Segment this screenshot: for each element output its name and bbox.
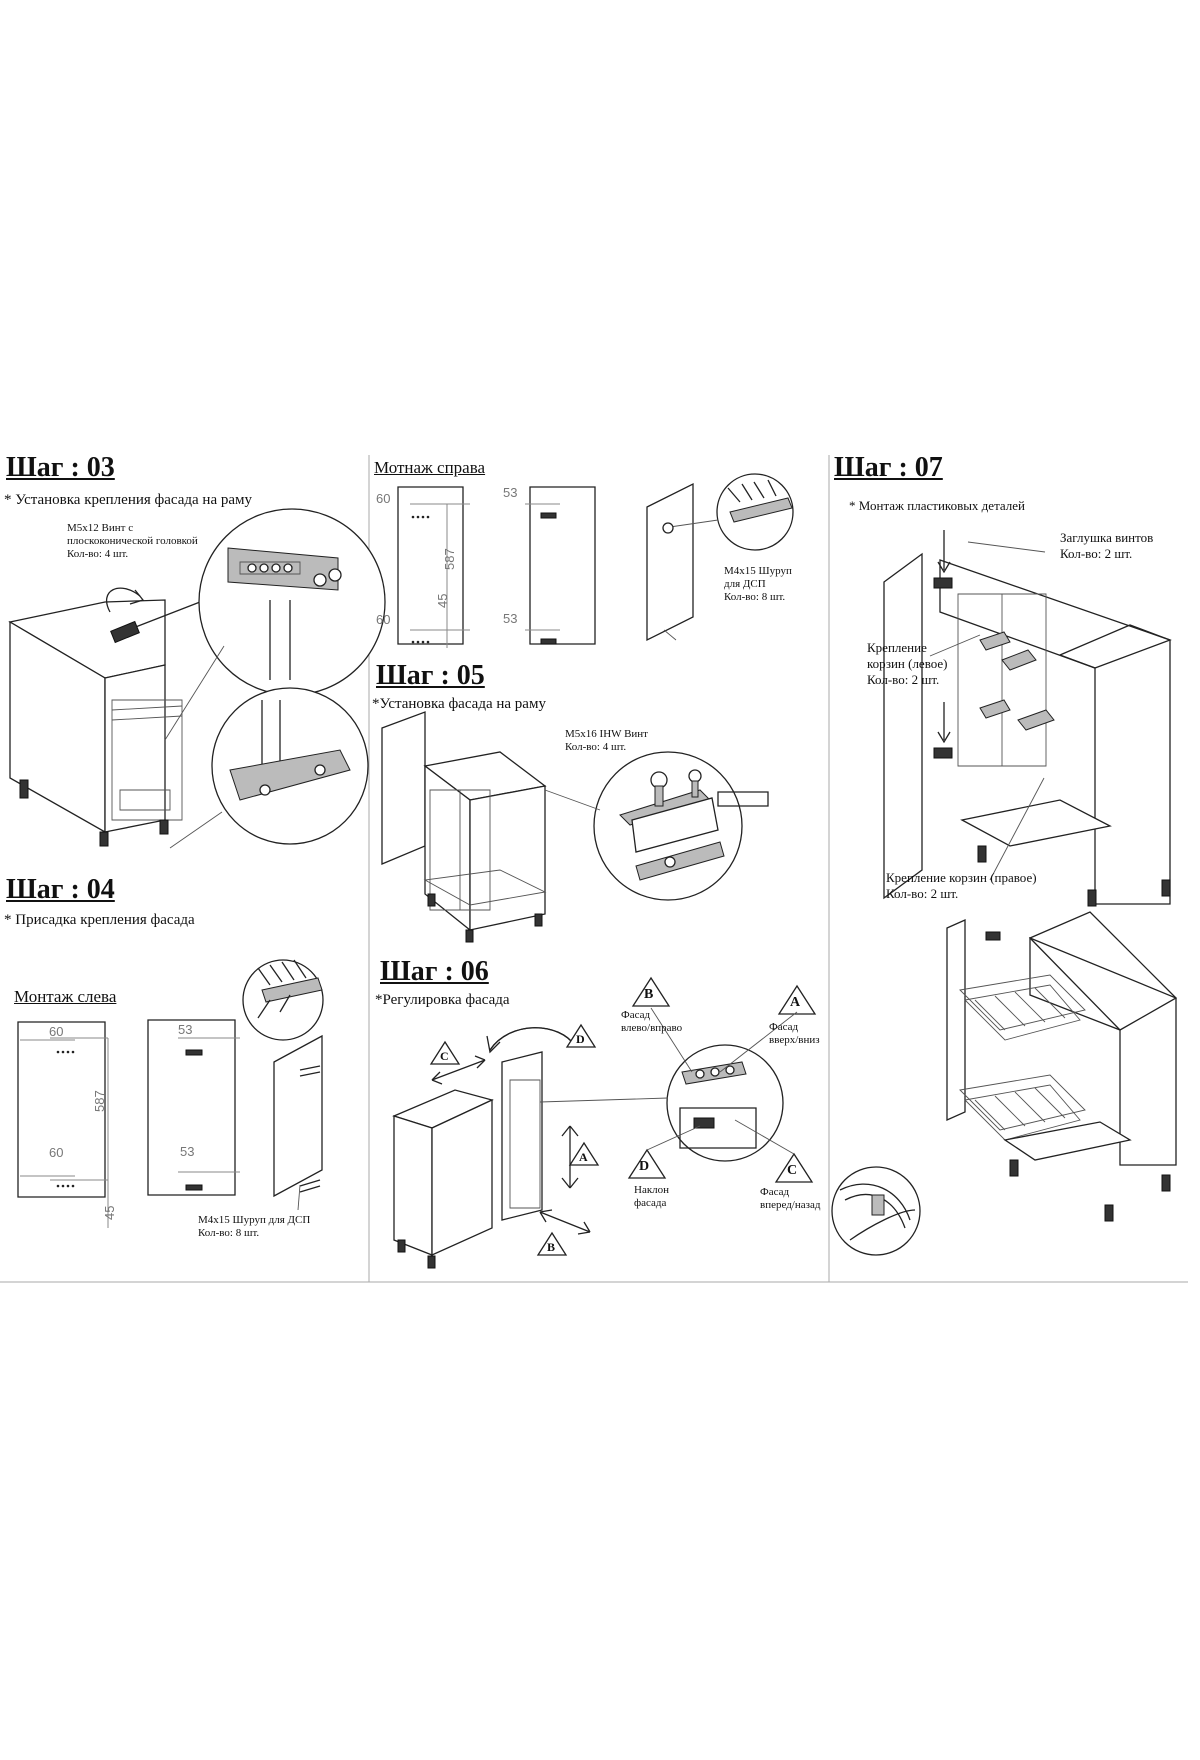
- step04-dim-45: 45: [102, 1205, 117, 1220]
- step07-caps-callout: Заглушка винтов Кол-во: 2 шт.: [1060, 530, 1154, 561]
- label-facade-tilt: Наклон фасада: [634, 1184, 670, 1209]
- label-facade-left-right: Фасад влево/вправо: [621, 1009, 683, 1034]
- marker-c-small-triangle: [431, 1042, 459, 1064]
- marker-d-small-triangle: [567, 1025, 595, 1047]
- marker-c-triangle: [776, 1154, 812, 1182]
- step05-title: Шаг : 05: [376, 660, 485, 691]
- marker-a-triangle: [779, 986, 815, 1014]
- step07-left-mount-callout: Крепление корзин (левое) Кол-во: 2 шт.: [867, 640, 948, 687]
- step05-subtitle: *Установка фасада на раму: [372, 696, 546, 712]
- mount-right-screw-callout: М4х15 Шуруп для ДСП Кол-во: 8 шт.: [724, 565, 792, 603]
- marker-a-label: A: [790, 995, 801, 1010]
- mount-right-dim-53-bottom: 53: [503, 611, 518, 626]
- step04-left-panels-drawing: [18, 960, 323, 1228]
- step04-subtitle: * Присадка крепления фасада: [4, 912, 195, 928]
- step06-subtitle: *Регулировка фасада: [375, 992, 510, 1008]
- label-facade-up-down: Фасад вверх/вниз: [769, 1021, 820, 1046]
- step04-title: Шаг : 04: [6, 874, 115, 905]
- step05-screw-callout: М5х16 IHW Винт Кол-во: 4 шт.: [565, 728, 648, 753]
- marker-a-small-label: A: [579, 1150, 588, 1164]
- marker-c-small-label: C: [440, 1049, 449, 1063]
- step04-dim-53-top: 53: [178, 1022, 193, 1037]
- step03-cabinet-drawing: [10, 509, 385, 848]
- step06-title: Шаг : 06: [380, 956, 489, 987]
- marker-c-label: C: [787, 1163, 798, 1178]
- step04-screw-callout: М4х15 Шуруп для ДСП Кол-во: 8 шт.: [198, 1214, 311, 1239]
- marker-b-small-triangle: [538, 1233, 566, 1255]
- mount-right-dim-60-top: 60: [376, 491, 391, 506]
- step04-dim-60-top: 60: [49, 1024, 64, 1039]
- step07-subtitle: * Монтаж пластиковых деталей: [849, 498, 1026, 513]
- step05-cabinet-drawing: [382, 712, 768, 942]
- mount-right-dim-53-top: 53: [503, 485, 518, 500]
- label-facade-forward-back: Фасад вперед/назад: [760, 1186, 821, 1211]
- step04-mount-left-label: Монтаж слева: [14, 987, 117, 1006]
- marker-b-label: B: [644, 987, 654, 1002]
- step04-dim-53-bottom: 53: [180, 1144, 195, 1159]
- step07-title: Шаг : 07: [834, 452, 943, 483]
- mount-right-label: Мотнаж справа: [374, 458, 486, 477]
- marker-a-small-triangle: [570, 1143, 598, 1165]
- marker-b-small-label: B: [547, 1240, 556, 1254]
- step04-dim-60-bottom: 60: [49, 1145, 64, 1160]
- step04-dim-587: 587: [92, 1090, 107, 1112]
- mount-right-panels-drawing: [398, 474, 793, 648]
- step07-plastic-parts-drawing: [832, 530, 1176, 1255]
- marker-b-triangle: [633, 978, 669, 1006]
- step03-title: Шаг : 03: [6, 452, 115, 483]
- mount-right-dim-587: 587: [442, 548, 457, 570]
- step03-screw-callout: М5х12 Винт с плоскоконической головкой К…: [67, 522, 198, 560]
- mount-right-dim-45: 45: [435, 593, 450, 608]
- marker-d-triangle: [629, 1150, 665, 1178]
- step03-subtitle: * Установка крепления фасада на раму: [4, 492, 253, 508]
- marker-d-label: D: [639, 1159, 650, 1174]
- step07-right-mount-callout: Крепление корзин (правое) Кол-во: 2 шт.: [886, 870, 1037, 901]
- mount-right-dim-60-bottom: 60: [376, 612, 391, 627]
- marker-d-small-label: D: [576, 1032, 585, 1046]
- step06-adjustment-drawing: [394, 978, 815, 1268]
